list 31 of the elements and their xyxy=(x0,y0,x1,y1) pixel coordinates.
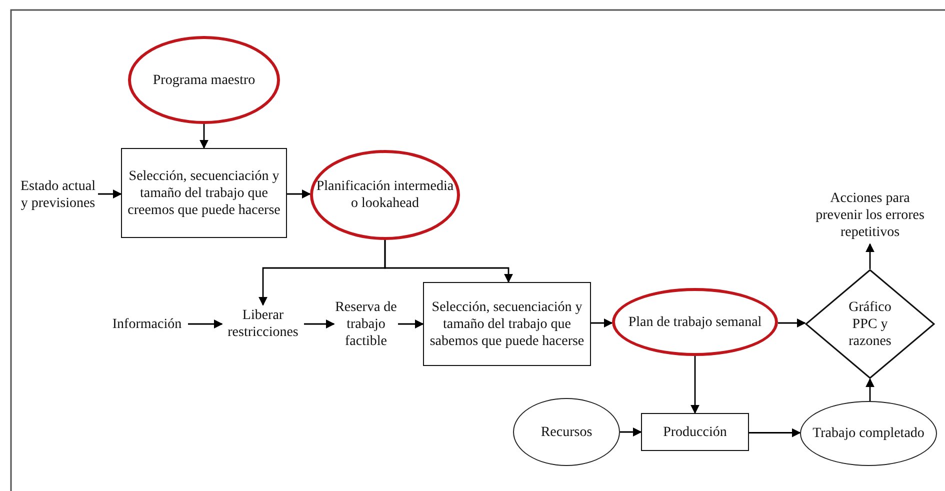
node-text: Selección, secuenciación y tamaño del trabajo que sabemos que puede hacerse xyxy=(428,298,586,350)
arrow xyxy=(866,243,874,269)
process-box xyxy=(121,148,287,238)
arrow xyxy=(591,318,613,328)
node-label: Acciones para prevenir los errores repetitivos xyxy=(812,186,928,244)
process-box xyxy=(641,413,749,451)
node-label: Información xyxy=(106,314,188,334)
process-box xyxy=(423,282,591,366)
node-text: Recursos xyxy=(540,424,592,440)
node-text: Planificación intermedia o lookahead xyxy=(315,178,455,212)
node-text: Producción xyxy=(663,424,727,440)
node-label: Estado actual y previsiones xyxy=(18,160,98,230)
node-text: Trabajo completado xyxy=(812,425,924,442)
arrow xyxy=(620,428,642,436)
arrow xyxy=(287,190,311,198)
arrow xyxy=(304,320,335,328)
node-label: Reserva de trabajo factible xyxy=(334,286,398,362)
arrow xyxy=(98,190,122,198)
node-text: Plan de trabajo semanal xyxy=(628,314,762,330)
node-text: Gráfico PPC y razones xyxy=(848,298,892,350)
node-label: Liberar restricciones xyxy=(222,305,304,343)
node-text: Selección, secuenciación y tamaño del trabajo que creemos que puede hacerse xyxy=(126,168,282,218)
arrow xyxy=(749,428,801,438)
arrow xyxy=(188,320,223,328)
node-text: Programa maestro xyxy=(152,72,256,88)
arrow xyxy=(384,240,513,283)
arrow xyxy=(866,378,874,401)
arrow xyxy=(398,320,424,328)
arrow xyxy=(690,356,700,414)
arrow xyxy=(778,318,806,328)
arrow xyxy=(200,124,208,149)
